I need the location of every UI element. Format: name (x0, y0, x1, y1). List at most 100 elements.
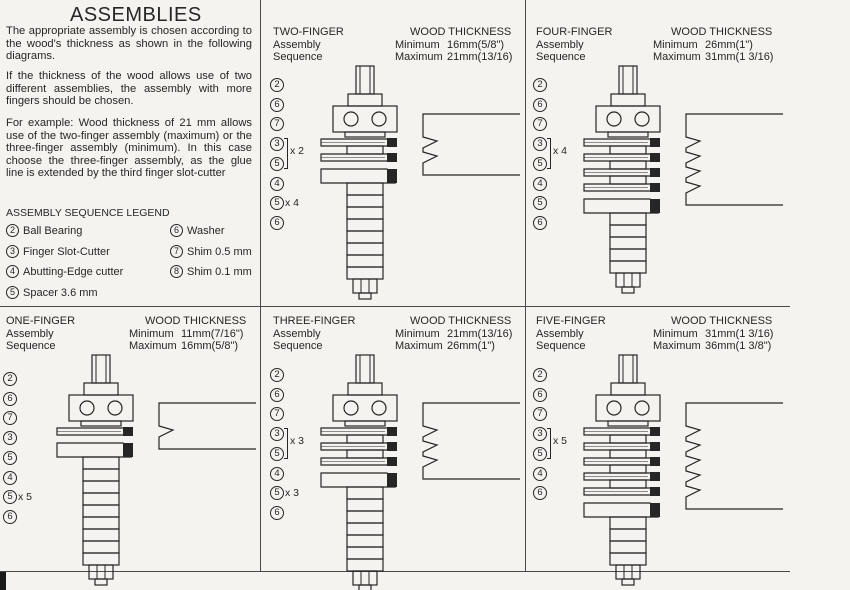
wood-thickness-heading: WOOD THICKNESS (671, 26, 773, 38)
sequence-number: 4 (3, 470, 17, 485)
intro-paragraph-1: The appropriate assembly is chosen accor… (6, 25, 252, 63)
panel-assembly: Assembly (536, 327, 584, 340)
maximum-value: 36mm(1 3/8") (705, 340, 772, 352)
maximum-label: Maximum (395, 340, 443, 352)
sequence-item: 5 (533, 196, 547, 211)
brace (547, 138, 551, 169)
sequence-number: 3 (533, 137, 547, 152)
repeat-note: x 4 (553, 145, 568, 158)
sequence-item: 3 (533, 137, 547, 152)
intro-paragraph-2: If the thickness of the wood allows use … (6, 70, 252, 108)
sequence-number: 5 (270, 486, 284, 501)
sequence-item: 2 (533, 368, 547, 382)
minimum-value: 16mm(5/8") (447, 38, 505, 51)
panel-assembly: Assembly (273, 38, 321, 51)
maximum-label: Maximum (129, 340, 177, 352)
sequence-item: 7 (533, 117, 547, 132)
sequence-item: 3 (270, 427, 284, 442)
sequence-item: 7 (270, 407, 284, 422)
sequence-number: 5 (270, 196, 284, 211)
panel-assembly: Assembly (536, 38, 584, 51)
panel-name: FOUR-FINGER (536, 26, 613, 38)
sequence-number: 5 (533, 196, 547, 211)
maximum-label: Maximum (653, 340, 701, 352)
sequence-item: 6 (533, 486, 547, 501)
sequence-item: 7 (270, 117, 284, 132)
divider-bottom (0, 571, 790, 572)
minimum-value: 11mm(7/16") (181, 327, 244, 340)
legend-number: 3 (6, 245, 19, 258)
corner-mark (0, 572, 6, 590)
sequence-number: 4 (270, 466, 284, 481)
sequence-number: 6 (533, 215, 547, 230)
minimum-value: 26mm(1") (705, 38, 753, 51)
legend-item: 5 Spacer 3.6 mm (6, 286, 98, 299)
panel-name: TWO-FINGER (273, 26, 344, 38)
sequence-item: 4 (533, 466, 547, 481)
maximum-label: Maximum (395, 51, 443, 63)
legend-number: 8 (170, 265, 183, 278)
sequence-number: 7 (3, 411, 17, 426)
panel-name: THREE-FINGER (273, 315, 356, 327)
sequence-number: 3 (270, 137, 284, 152)
sequence-item: 6 (270, 215, 284, 230)
sequence-number: 6 (270, 505, 284, 520)
sequence-item: 6 (270, 97, 284, 112)
sequence-number: 2 (533, 78, 547, 92)
cutter-assembly-drawing (583, 65, 783, 294)
sequence-number: 6 (270, 387, 284, 402)
sequence-item: 6 (270, 505, 284, 520)
legend-number: 5 (6, 286, 19, 299)
sequence-item: 5 (270, 486, 284, 501)
divider-v2 (525, 0, 526, 572)
legend-label: Spacer 3.6 mm (23, 286, 98, 299)
maximum-value: 31mm(1 3/16) (705, 51, 774, 63)
maximum-label: Maximum (653, 51, 701, 63)
page-title: ASSEMBLIES (70, 4, 202, 26)
cutter-assembly-drawing (583, 354, 783, 586)
brace (284, 138, 288, 169)
sequence-item: 7 (3, 411, 17, 426)
intro-paragraph-3: For example: Wood thickness of 21 mm all… (6, 117, 252, 180)
legend-title: ASSEMBLY SEQUENCE LEGEND (6, 207, 170, 219)
wood-thickness-heading: WOOD THICKNESS (410, 26, 512, 38)
panel-sequence-label: Sequence (6, 340, 56, 352)
legend-label: Shim 0.1 mm (187, 265, 252, 278)
sequence-number: 2 (270, 368, 284, 382)
sequence-item: 3 (3, 431, 17, 446)
sequence-number: 2 (533, 368, 547, 382)
sequence-number: 6 (270, 215, 284, 230)
legend-label: Finger Slot-Cutter (23, 245, 110, 258)
sequence-number: 4 (533, 466, 547, 481)
sequence-number: 6 (3, 509, 17, 524)
sequence-item: 2 (270, 78, 284, 92)
sequence-item: 6 (533, 97, 547, 112)
cutter-assembly-drawing (56, 354, 256, 586)
repeat-note: x 3 (285, 487, 300, 500)
sequence-number: 6 (3, 391, 17, 406)
minimum-label: Minimum (395, 38, 440, 51)
sequence-number: 6 (533, 486, 547, 501)
sequence-item: 6 (3, 391, 17, 406)
cutter-assembly-drawing (320, 354, 520, 590)
sequence-number: 5 (3, 450, 17, 465)
wood-thickness-heading: WOOD THICKNESS (410, 315, 512, 327)
repeat-note: x 4 (285, 197, 300, 210)
sequence-number: 2 (3, 372, 17, 386)
divider-h (0, 306, 790, 307)
sequence-number: 7 (533, 407, 547, 422)
sequence-item: 2 (270, 368, 284, 382)
sequence-number: 6 (533, 97, 547, 112)
sequence-item: 2 (3, 372, 17, 386)
maximum-value: 16mm(5/8") (181, 340, 239, 352)
legend-label: Shim 0.5 mm (187, 245, 252, 258)
maximum-value: 21mm(13/16) (447, 51, 513, 63)
panel-assembly: Assembly (6, 327, 54, 340)
legend-number: 2 (6, 224, 19, 237)
sequence-number: 6 (270, 97, 284, 112)
sequence-item: 4 (3, 470, 17, 485)
legend-number: 6 (170, 224, 183, 237)
